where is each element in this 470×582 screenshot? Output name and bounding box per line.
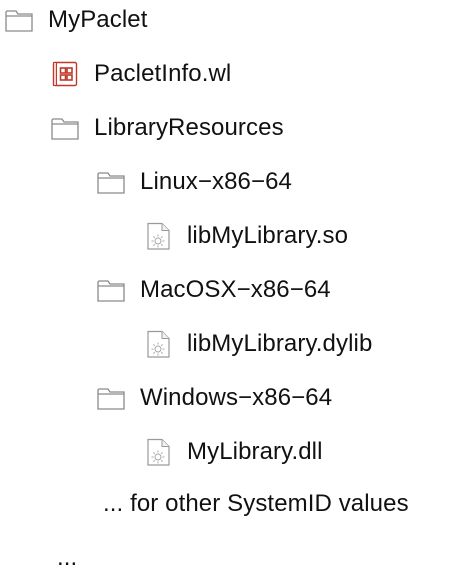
folder-icon [97, 388, 125, 410]
folder-icon [97, 280, 125, 302]
tree-item-label: libMyLibrary.dylib [187, 330, 373, 357]
tree-item-mylibrary-dll[interactable]: MyLibrary.dll [143, 432, 323, 472]
ellipsis-text: ... [57, 544, 78, 571]
tree-item-libraryresources[interactable]: LibraryResources [50, 108, 284, 148]
wolfram-notebook-icon [52, 61, 78, 87]
library-file-icon [147, 438, 170, 466]
library-file-icon [147, 222, 170, 250]
folder-icon [97, 172, 125, 194]
tree-item-label: Linux−x86−64 [140, 168, 292, 195]
tree-item-label: MacOSX−x86−64 [140, 276, 331, 303]
tree-item-windows-x86-64[interactable]: Windows−x86−64 [96, 378, 332, 418]
more-items-ellipsis: ... [57, 538, 77, 578]
tree-item-label: LibraryResources [94, 114, 284, 141]
tree-item-label: MyLibrary.dll [187, 438, 323, 465]
tree-item-label: MyPaclet [48, 6, 148, 33]
tree-item-pacletinfo[interactable]: PacletInfo.wl [50, 54, 231, 94]
tree-item-macosx-x86-64[interactable]: MacOSX−x86−64 [96, 270, 331, 310]
other-systemid-note: ... for other SystemID values [103, 484, 409, 524]
tree-item-label: Windows−x86−64 [140, 384, 333, 411]
tree-item-linux-x86-64[interactable]: Linux−x86−64 [96, 162, 292, 202]
folder-icon [5, 10, 33, 32]
folder-icon [51, 118, 79, 140]
tree-item-label: libMyLibrary.so [187, 222, 349, 249]
tree-item-libmylibrary-dylib[interactable]: libMyLibrary.dylib [143, 324, 372, 364]
tree-item-mypaclet[interactable]: MyPaclet [4, 0, 148, 40]
note-text: ... for other SystemID values [103, 490, 409, 517]
tree-item-libmylibrary-so[interactable]: libMyLibrary.so [143, 216, 348, 256]
tree-item-label: PacletInfo.wl [94, 60, 232, 87]
library-file-icon [147, 330, 170, 358]
